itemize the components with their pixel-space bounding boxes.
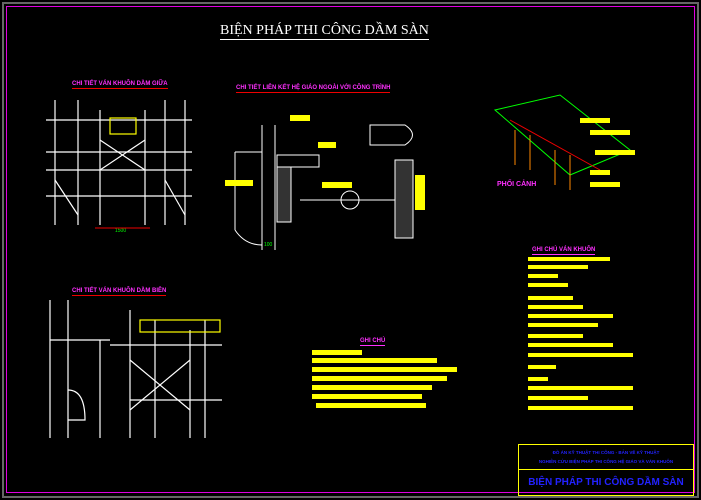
middle-beam-detail (46, 100, 192, 225)
sheet-title: BIỆN PHÁP THI CÔNG DẦM SÀN (220, 23, 429, 40)
label-perspective: PHỐI CẢNH (497, 181, 537, 188)
title-block: ĐỒ ÁN KỸ THUẬT THI CÔNG - BẢN VẼ KỸ THUẬ… (518, 444, 694, 496)
dimension-span: 1500 (115, 228, 126, 234)
title-block-line1: ĐỒ ÁN KỸ THUẬT THI CÔNG - BẢN VẼ KỸ THUẬ… (552, 450, 660, 455)
edge-beam-detail (49, 300, 222, 438)
sheet-border (6, 6, 695, 493)
connection-detail (234, 124, 414, 250)
perspective-view (493, 94, 631, 190)
title-block-drawing-name: BIỆN PHÁP THI CÔNG DẦM SÀN (528, 477, 684, 488)
label-connection: CHI TIẾT LIÊN KẾT HỆ GIÁO NGOÀI VỚI CÔNG… (236, 85, 391, 93)
dimension-offset: 100 (264, 242, 273, 248)
label-edge-beam: CHI TIẾT VÁN KHUÔN DẦM BIÊN (72, 288, 167, 296)
label-middle-beam: CHI TIẾT VÁN KHUÔN DẦM GIỮA (72, 81, 168, 89)
label-notes: GHI CHÚ (360, 338, 386, 346)
title-block-header: ĐỒ ÁN KỸ THUẬT THI CÔNG - BẢN VẼ KỸ THUẬ… (519, 445, 693, 470)
note-text-blocks (225, 115, 635, 410)
label-formwork-notes: GHI CHÚ VÁN KHUÔN (532, 247, 596, 255)
title-block-line2: NGHIÊN CỨU BIỆN PHÁP THI CÔNG HỆ GIÁO VÀ… (538, 459, 674, 464)
